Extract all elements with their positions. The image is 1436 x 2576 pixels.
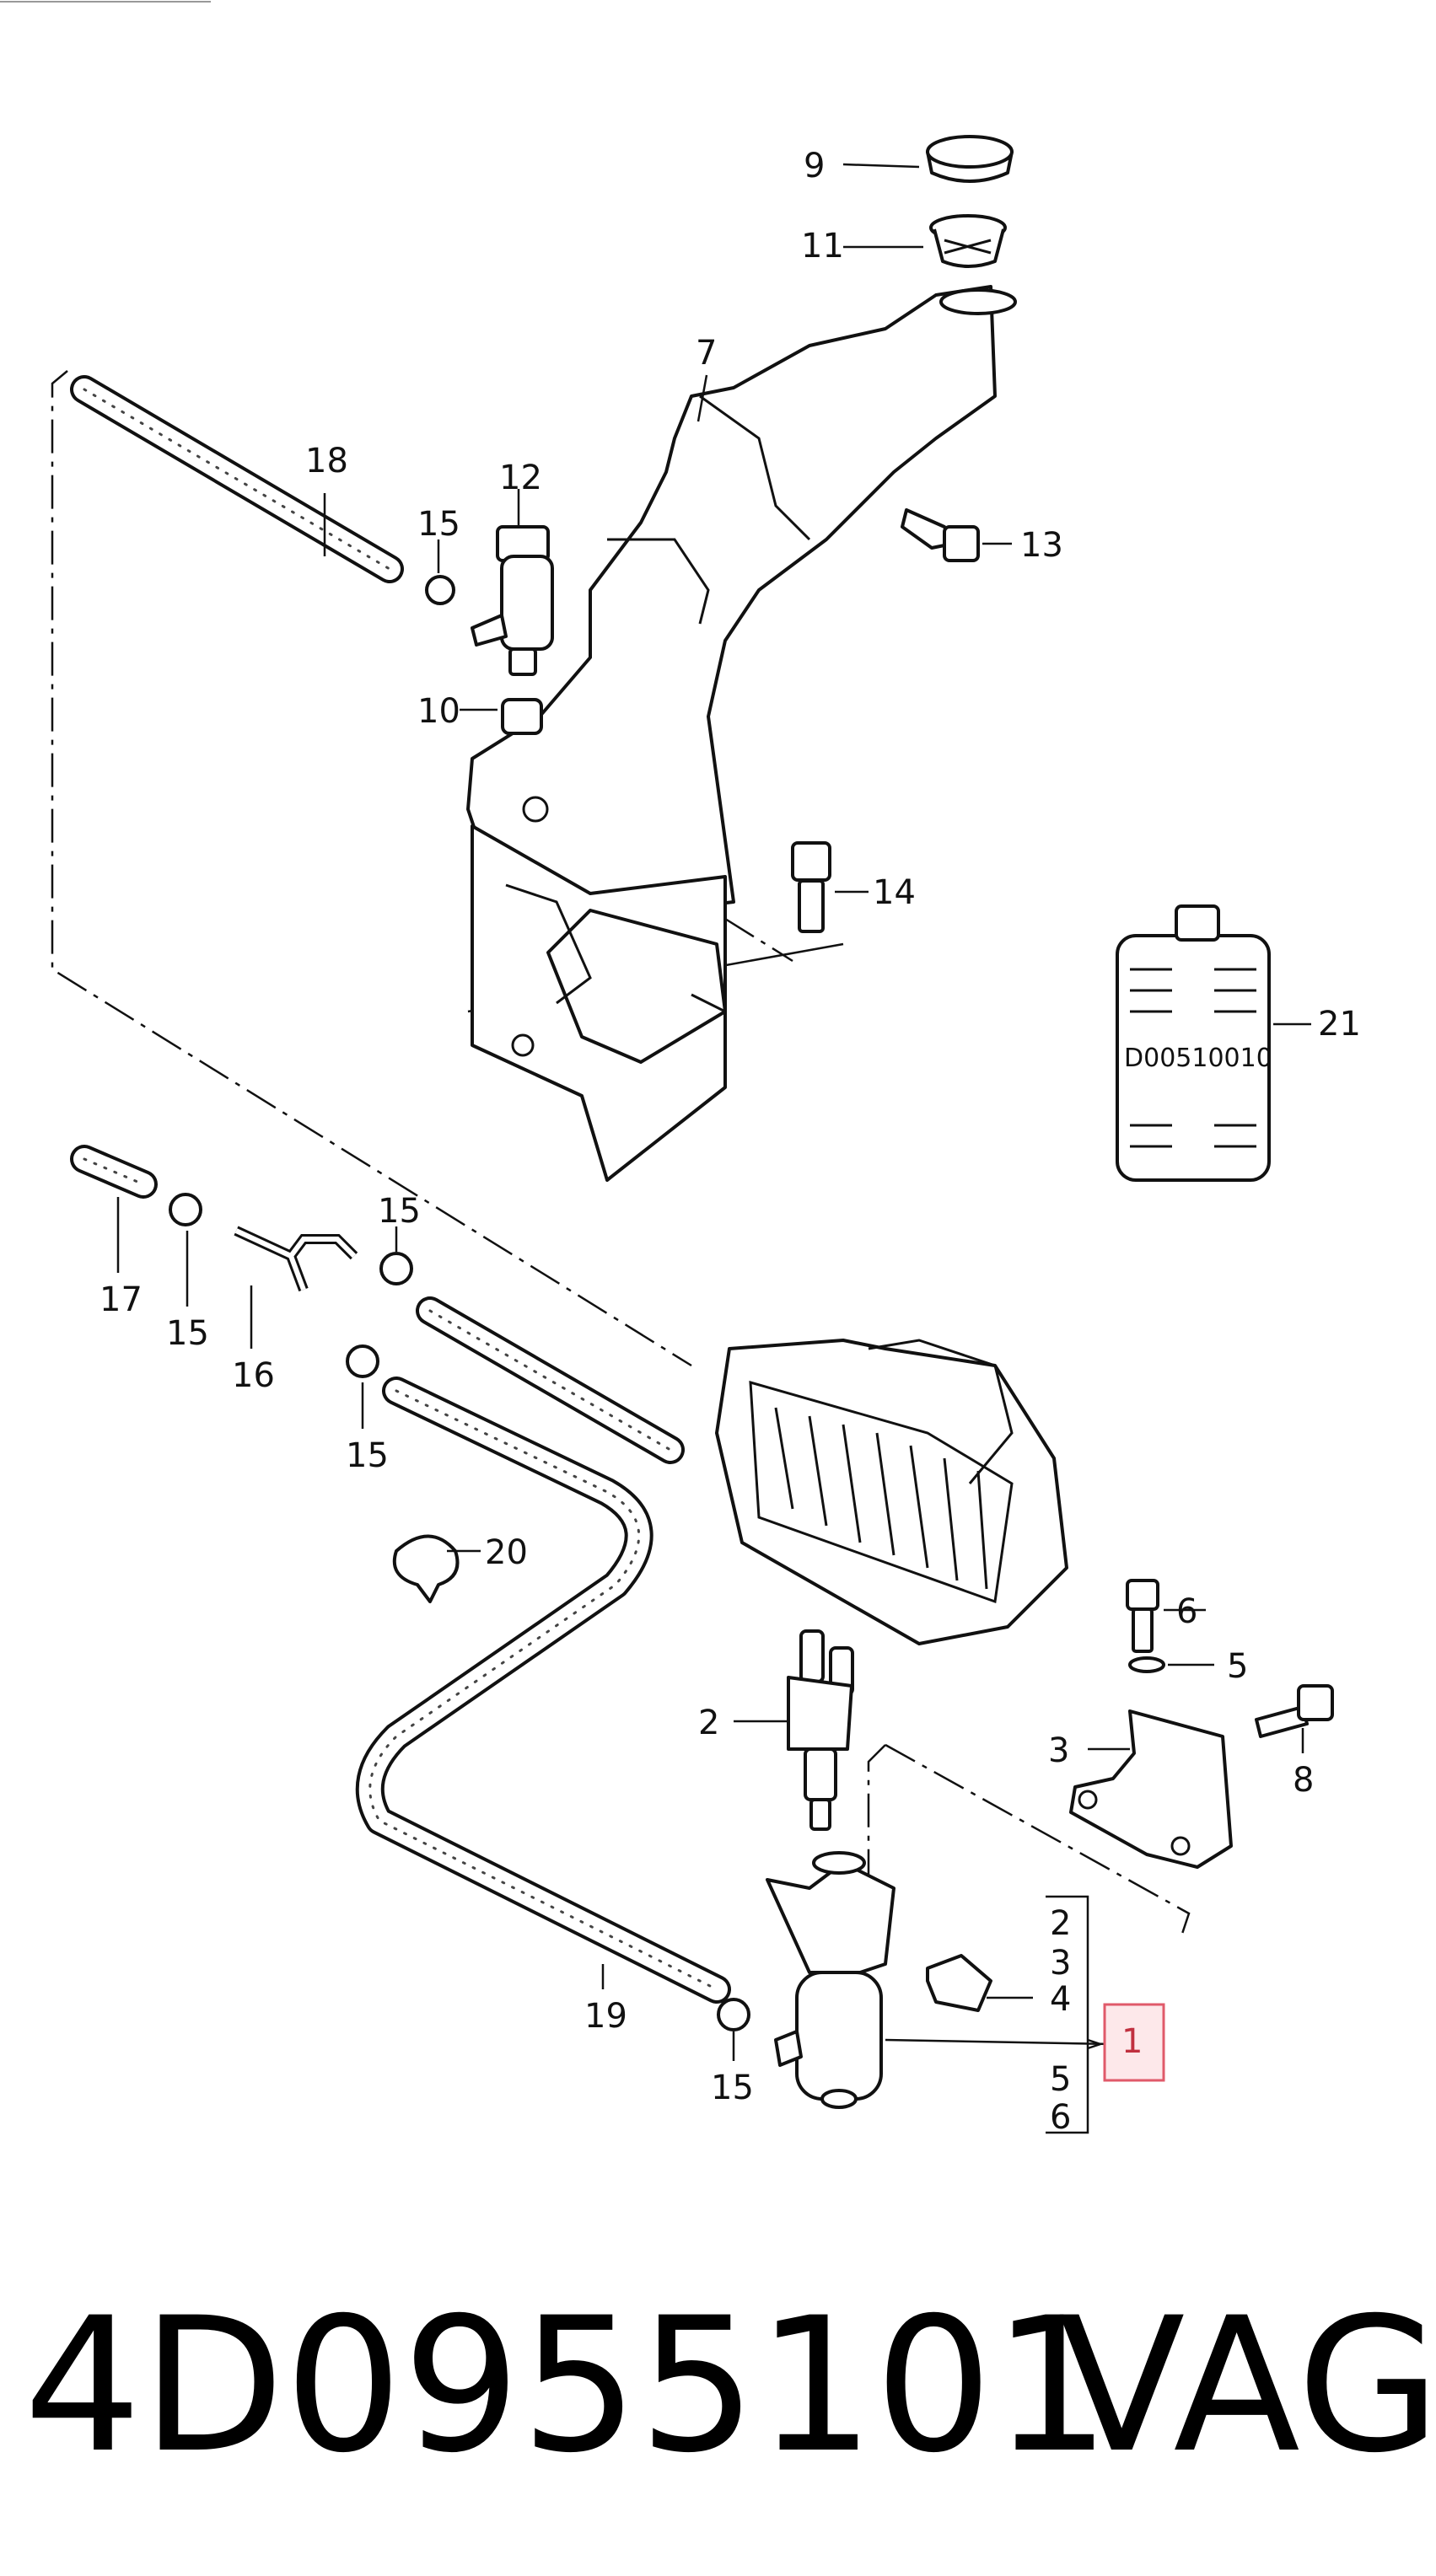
label-6: 6 (1176, 1592, 1197, 1631)
retaining-clip (926, 1954, 992, 2012)
label-17: 17 (99, 1280, 143, 1319)
label-18: 18 (305, 442, 348, 480)
label-2: 2 (698, 1704, 719, 1742)
label-13: 13 (1020, 526, 1063, 565)
part-footer: 4D0955101 VAG (0, 2259, 1436, 2512)
label-15-top: 15 (417, 505, 460, 544)
bolt-14 (791, 841, 831, 933)
label-15-lower: 15 (346, 1436, 389, 1475)
label-15-left: 15 (166, 1314, 209, 1353)
leader-lines (116, 163, 1311, 2134)
label-3: 3 (1048, 1731, 1069, 1770)
label-5: 5 (1227, 1647, 1248, 1686)
group-list: 2 3 5 6 (1050, 1904, 1071, 2137)
hose-segment (416, 1296, 685, 1464)
group-item: 3 (1050, 1944, 1071, 1983)
label-12: 12 (499, 459, 542, 497)
group-item: 2 (1050, 1904, 1071, 1943)
hose-17 (70, 1145, 158, 1199)
washer-nozzle (787, 1629, 854, 1831)
label-11: 11 (801, 227, 844, 266)
group-item: 5 (1050, 2060, 1071, 2099)
hose-19 (355, 1377, 731, 2004)
label-10: 10 (417, 692, 460, 731)
washer-fluid-reservoir (466, 285, 1017, 1182)
bolt-13 (901, 508, 980, 562)
reservoir-cap (926, 135, 1014, 183)
label-8: 8 (1293, 1761, 1314, 1800)
headlight-washer-pump (766, 1851, 895, 2109)
label-15-bottom: 15 (711, 2069, 754, 2107)
hose-clip (392, 1534, 460, 1603)
bottle-code: D00510010 (1124, 1044, 1272, 1073)
part-number: 4D0955101 (24, 2278, 1111, 2493)
t-piece-connector (234, 1226, 358, 1292)
headlight (715, 1339, 1068, 1645)
label-21: 21 (1318, 1005, 1361, 1044)
label-20: 20 (485, 1533, 528, 1572)
label-4: 4 (1050, 1980, 1071, 2019)
group-item: 6 (1050, 2098, 1071, 2137)
label-1: 1 (1121, 2022, 1143, 2061)
label-14: 14 (873, 873, 916, 912)
label-9: 9 (804, 147, 825, 185)
hose-18 (70, 375, 404, 583)
filler-strainer (929, 214, 1007, 268)
label-16: 16 (232, 1356, 275, 1395)
bolt-8 (1255, 1684, 1334, 1738)
washer-pump (471, 525, 554, 735)
fluid-bottle: D00510010 (1116, 904, 1272, 1182)
label-15-mid: 15 (378, 1192, 421, 1231)
highlight-box (1103, 2003, 1165, 2082)
bolt-6 (1126, 1579, 1159, 1653)
hose-clamps (169, 575, 750, 2031)
part-labels: 9 11 7 18 12 15 13 10 14 21 15 17 15 16 … (99, 147, 1361, 2107)
label-19: 19 (584, 1997, 627, 2036)
washer-5 (1128, 1656, 1165, 1673)
label-7: 7 (696, 334, 717, 373)
brand-name: VAG (1058, 2278, 1436, 2493)
mounting-bracket (1069, 1709, 1233, 1869)
